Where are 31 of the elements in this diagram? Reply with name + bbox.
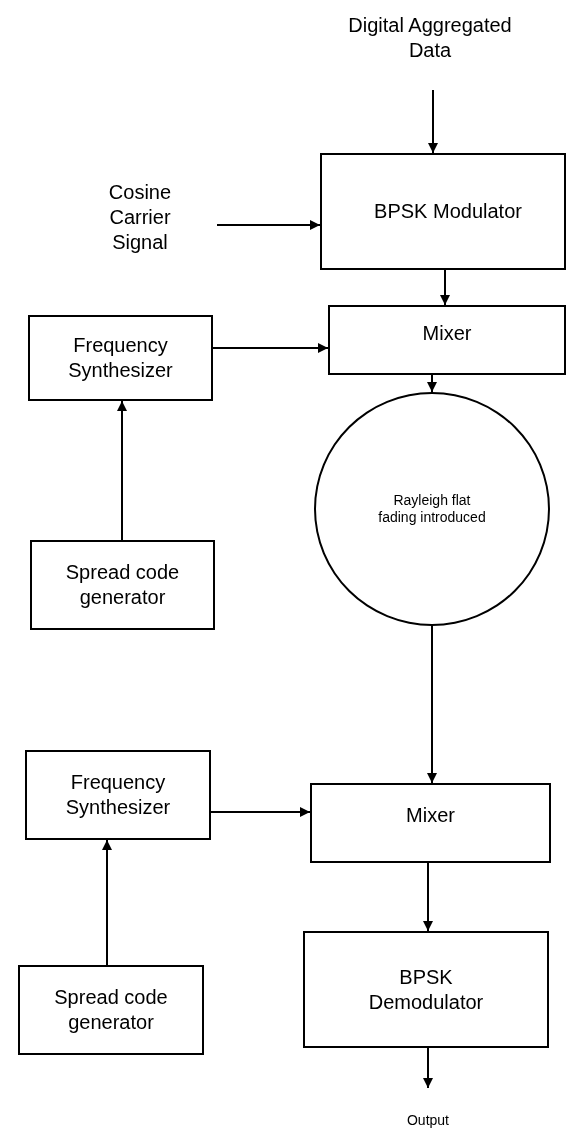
arrow [212,343,329,353]
arrow [216,220,321,230]
signal-label: Output [395,1110,461,1132]
arrow [440,269,450,306]
process-box [320,153,566,270]
node-text: BPSK Demodulator [367,964,485,1015]
signal-label: Cosine Carrier Signal [85,172,195,262]
signal-label: Digital Aggregated Data [330,8,530,68]
node-text: Rayleigh flat fading introduced [377,491,487,527]
node-text: Mixer [405,803,456,828]
process-box [25,750,211,840]
node-text: Frequency Synthesizer [67,333,174,383]
arrow [102,839,112,966]
process-box [28,315,213,401]
arrow [210,807,311,817]
node-text: Frequency Synthesizer [64,770,172,820]
process-box [303,931,549,1048]
node-text: BPSK Modulator [373,199,523,224]
node-text: Mixer [421,321,473,346]
process-box [30,540,215,630]
arrow [427,374,437,393]
process-box [328,305,566,375]
node-text: Spread code generator [53,985,169,1035]
arrow [427,625,437,784]
arrow [428,89,438,154]
arrow [423,862,433,932]
node-text: Spread code generator [64,560,181,610]
process-box [18,965,204,1055]
arrow [117,400,127,541]
process-box [310,783,551,863]
arrow [423,1047,433,1089]
